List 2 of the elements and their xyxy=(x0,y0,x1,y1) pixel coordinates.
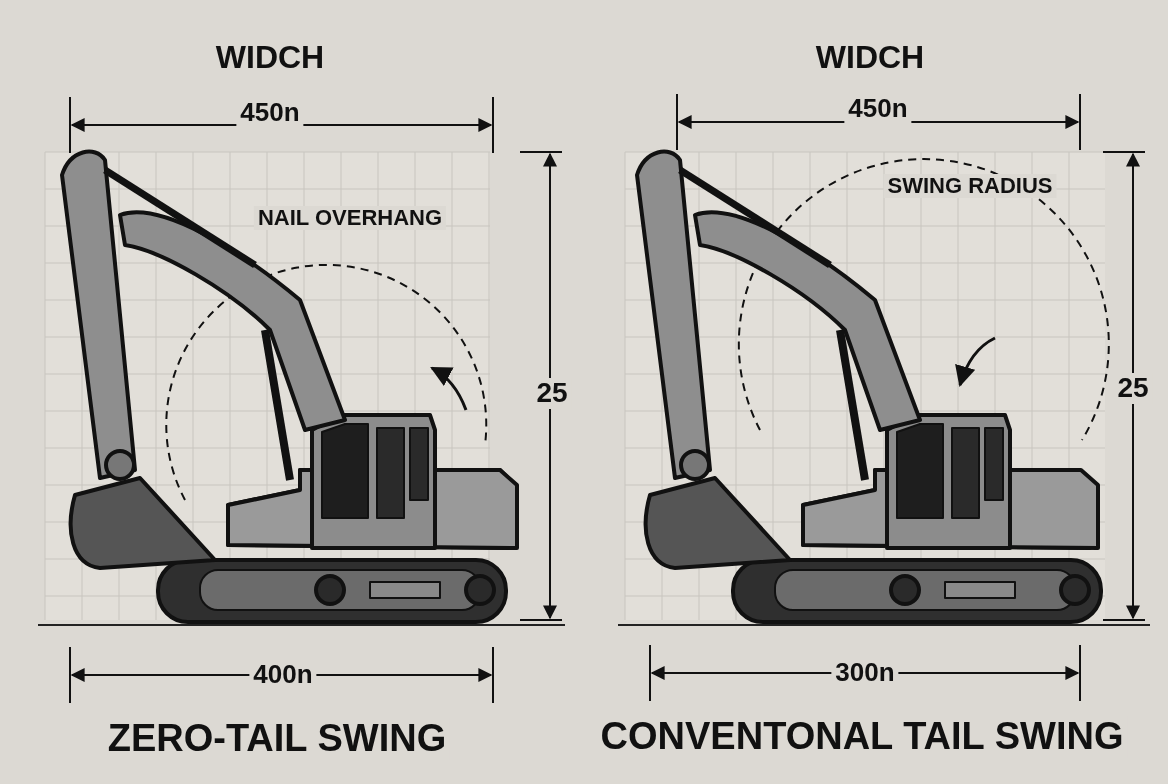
callout-label: SWING RADIUS xyxy=(883,174,1057,199)
callout-label: NAIL OVERHANG xyxy=(253,206,447,231)
